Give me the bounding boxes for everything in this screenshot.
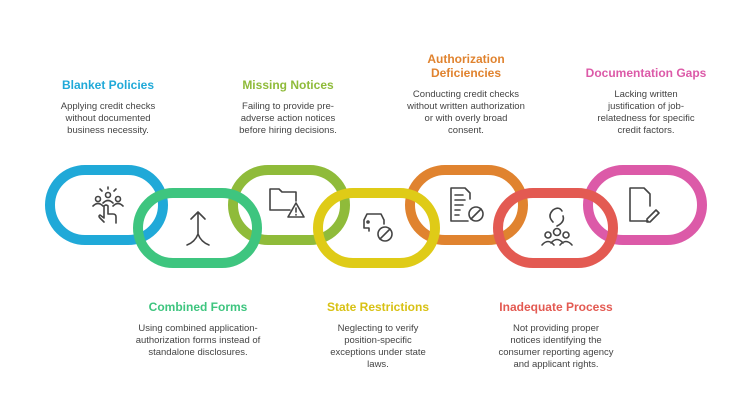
chain-link-inadequate-process bbox=[493, 188, 618, 268]
item-missing-notices: Missing Notices Failing to provide pre-a… bbox=[213, 78, 363, 137]
chain-link-documentation-gaps bbox=[583, 165, 707, 245]
item-title: Inadequate Process bbox=[499, 300, 613, 314]
chain-link-authorization-deficiencies bbox=[405, 165, 528, 245]
item-state-restrictions: State Restrictions Neglecting to verify … bbox=[303, 300, 453, 371]
item-description: Applying credit checks without documente… bbox=[60, 101, 156, 136]
car-prohibited-icon bbox=[363, 213, 393, 242]
item-description: Using combined application-authorization… bbox=[135, 323, 261, 358]
merge-arrow-icon bbox=[186, 211, 210, 246]
item-authorization-deficiencies: Authorization Deficiencies Conducting cr… bbox=[391, 52, 541, 137]
group-confusion-icon bbox=[541, 207, 573, 246]
item-title: Authorization Deficiencies bbox=[427, 52, 505, 80]
item-blanket-policies: Blanket Policies Applying credit checks … bbox=[33, 78, 183, 137]
item-title: Blanket Policies bbox=[61, 78, 155, 92]
chain-link-combined-forms bbox=[133, 188, 262, 268]
item-title: State Restrictions bbox=[326, 300, 430, 314]
item-combined-forms: Combined Forms Using combined applicatio… bbox=[123, 300, 273, 359]
item-description: Conducting credit checks without written… bbox=[407, 89, 525, 136]
chain-link-missing-notices bbox=[228, 165, 350, 245]
item-documentation-gaps: Documentation Gaps Lacking written justi… bbox=[571, 66, 721, 137]
item-title: Combined Forms bbox=[148, 300, 248, 314]
document-edit-icon bbox=[629, 187, 660, 223]
item-description: Failing to provide pre-adverse action no… bbox=[239, 101, 337, 136]
item-description: Not providing proper notices identifying… bbox=[498, 323, 614, 370]
document-prohibited-icon bbox=[450, 187, 484, 222]
chain-link-state-restrictions bbox=[313, 188, 440, 268]
item-title: Missing Notices bbox=[242, 78, 334, 92]
chain-link-blanket-policies bbox=[45, 165, 168, 245]
item-inadequate-process: Inadequate Process Not providing proper … bbox=[481, 300, 631, 371]
item-description: Lacking written justification of job-rel… bbox=[597, 89, 695, 136]
people-pointing-icon bbox=[92, 186, 124, 224]
item-title: Documentation Gaps bbox=[585, 66, 707, 80]
folder-warning-icon bbox=[269, 188, 305, 218]
item-description: Neglecting to verify position-specific e… bbox=[330, 323, 426, 370]
